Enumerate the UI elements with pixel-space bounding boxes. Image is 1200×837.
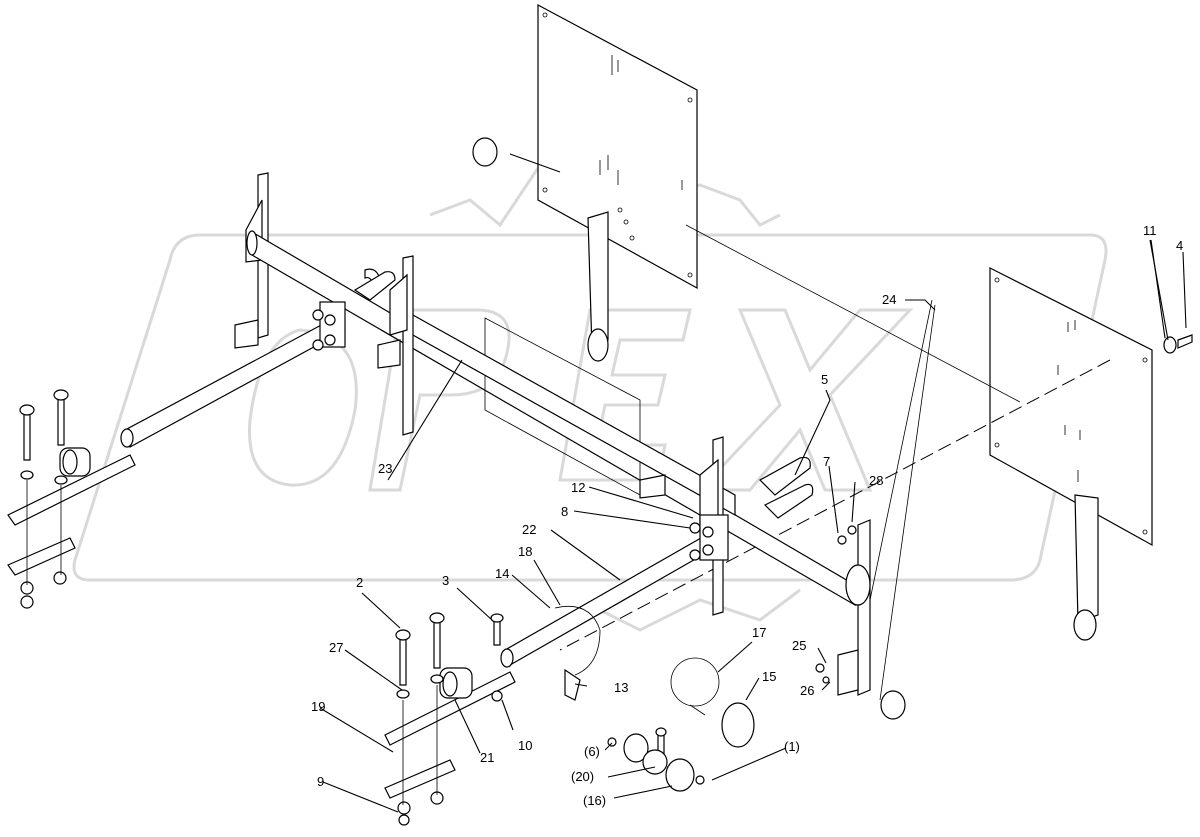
- wiring-and-lamp-parts: [554, 334, 1193, 792]
- callout-26: 26: [800, 683, 814, 698]
- callout-19: 19: [311, 699, 325, 714]
- callout-11: 11: [1143, 223, 1157, 238]
- callout-5: 5: [821, 372, 828, 387]
- callout-4: 4: [1176, 238, 1183, 253]
- right-upright: [815, 519, 906, 720]
- left-foot-assembly: [7, 389, 136, 609]
- callout-labels: (1) 2 3 4 5 (6) 7 8 9 10 11 12 13 14 15 …: [311, 223, 1183, 808]
- callout-10: 10: [518, 738, 532, 753]
- callout-18: 18: [518, 544, 532, 559]
- callout-14: 14: [495, 566, 509, 581]
- middle-bracket: [364, 255, 414, 436]
- callout-27: 27: [329, 640, 343, 655]
- mounting-plate-right: [989, 267, 1153, 641]
- callout-9: 9: [317, 774, 324, 789]
- callout-7: 7: [823, 454, 830, 469]
- callout-15: 15: [762, 669, 776, 684]
- opex-watermark: [72, 148, 1108, 632]
- right-bracket: [639, 436, 724, 616]
- callout-6: (6): [584, 744, 600, 759]
- callout-8: 8: [561, 504, 568, 519]
- u-bolt-right: [759, 456, 814, 519]
- callout-25: 25: [792, 638, 806, 653]
- callout-13: 13: [614, 680, 628, 695]
- callout-17: 17: [752, 625, 766, 640]
- main-tube: [246, 230, 856, 607]
- mounting-plate-upper: [472, 3, 698, 362]
- callout-2: 2: [356, 575, 363, 590]
- right-foot-assembly: [384, 612, 516, 826]
- callout-22: 22: [522, 522, 536, 537]
- left-arm-tube: [120, 301, 346, 448]
- leader-lines: [319, 153, 1187, 813]
- callout-23: 23: [378, 461, 392, 476]
- callout-3: 3: [442, 573, 449, 588]
- right-arm-tube: [500, 514, 729, 668]
- u-bolt-left: [353, 271, 396, 301]
- callout-1: (1): [784, 739, 800, 754]
- callout-20: (20): [571, 769, 594, 784]
- callout-16: (16): [583, 793, 606, 808]
- assembly-centerline: [559, 359, 1111, 651]
- callout-24: 24: [882, 292, 896, 307]
- callout-28: 28: [869, 473, 883, 488]
- callout-12: 12: [571, 480, 585, 495]
- callout-21: 21: [480, 750, 494, 765]
